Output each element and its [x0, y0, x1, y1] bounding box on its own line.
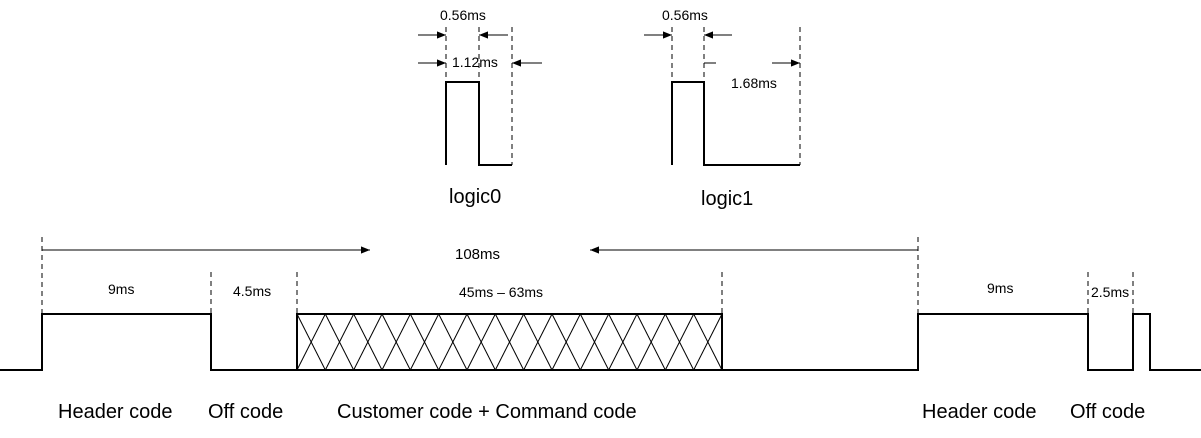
segment-boundaries — [210, 272, 1134, 314]
data-hatch-line — [551, 313, 581, 371]
data-hatch-line — [353, 313, 383, 371]
data-code-label: Customer code + Command code — [337, 401, 637, 423]
data-hatch-line — [466, 313, 496, 371]
data-hatch-line — [579, 313, 610, 371]
off-duration-label: 4.5ms — [233, 283, 271, 299]
logic0-label: logic0 — [449, 186, 501, 208]
off-code-label: Off code — [208, 401, 283, 423]
data-hatch-line — [409, 313, 440, 371]
logic0-period-label: 1.12ms — [452, 54, 498, 70]
repeat-period-label: 108ms — [455, 246, 500, 263]
data-hatch-line — [664, 313, 695, 371]
repeat-off-duration-label: 2.5ms — [1091, 284, 1129, 300]
header-duration-label: 9ms — [108, 281, 134, 297]
data-bits-block — [296, 313, 723, 371]
frame-waveform — [0, 313, 1201, 371]
data-hatch-line — [523, 313, 553, 371]
data-block-outline — [296, 313, 723, 371]
repeat-header-duration-label: 9ms — [987, 280, 1013, 296]
header-code-label: Header code — [58, 401, 173, 423]
repeat-period-indicator: 108ms — [41, 237, 919, 314]
logic0-high-time-label: 0.56ms — [440, 7, 486, 23]
data-hatch-line — [494, 313, 525, 371]
logic0-pulse-diagram: 0.56ms 1.12ms logic0 — [418, 7, 542, 208]
data-hatch-line — [296, 313, 326, 371]
logic1-low-time-label: 1.68ms — [731, 75, 777, 91]
logic1-high-time-label: 0.56ms — [662, 7, 708, 23]
data-hatch-line — [693, 313, 723, 371]
repeat-off-code-label: Off code — [1070, 401, 1145, 423]
logic1-waveform — [671, 81, 800, 166]
data-hatch-line — [438, 313, 468, 371]
repeat-header-code-label: Header code — [922, 401, 1037, 423]
data-hatch-line — [636, 313, 666, 371]
data-hatch-line — [608, 313, 638, 371]
logic1-pulse-diagram: 0.56ms 1.68ms logic1 — [644, 7, 801, 210]
data-duration-label: 45ms – 63ms — [459, 284, 543, 300]
logic1-label: logic1 — [701, 188, 753, 210]
data-hatch-line — [381, 313, 411, 371]
data-hatch-line — [324, 313, 355, 371]
logic0-waveform — [445, 81, 512, 166]
